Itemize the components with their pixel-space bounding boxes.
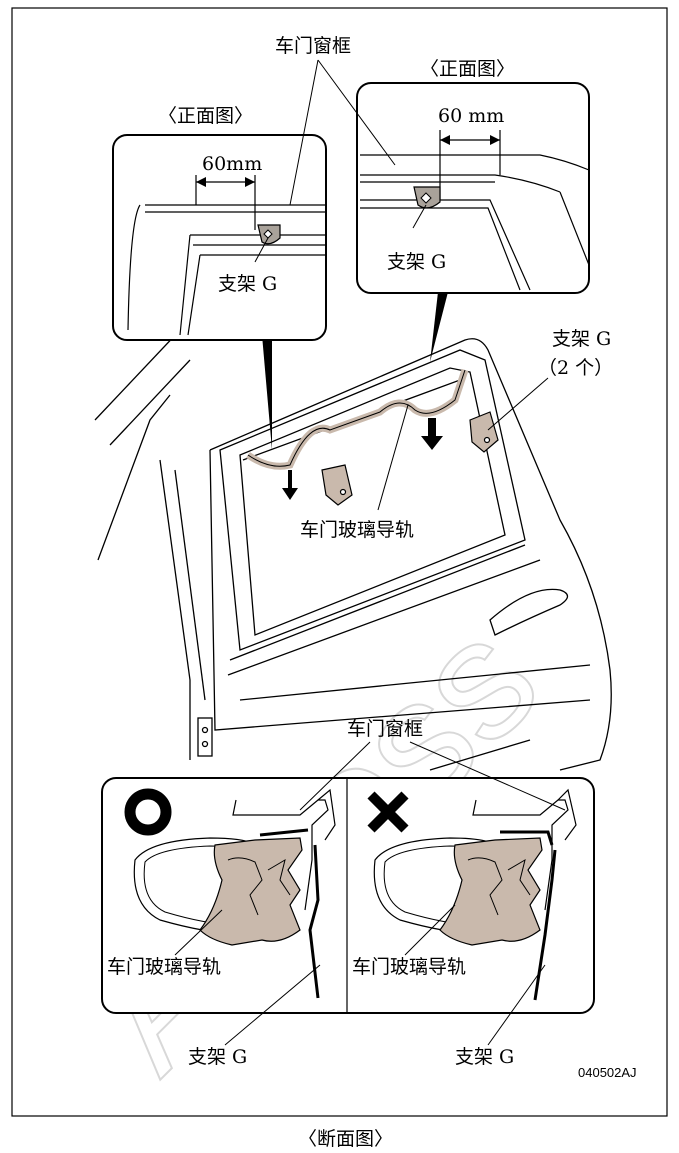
label-dim-right: 60 mm	[438, 105, 504, 127]
front-view-inset-right	[356, 82, 590, 294]
section-view-panel	[101, 741, 595, 1014]
label-glass-run-left: 车门玻璃导轨	[107, 956, 221, 978]
label-bracket-g-door: 支架 G	[552, 328, 611, 350]
label-bracket-g-left-inset: 支架 G	[218, 273, 277, 295]
cross-section-correct	[133, 788, 336, 999]
incorrect-cross-icon	[367, 791, 409, 833]
label-bracket-g-bottom-left: 支架 G	[188, 1046, 247, 1068]
label-bracket-g-right-inset: 支架 G	[387, 251, 446, 273]
front-view-inset-left	[112, 134, 327, 341]
cross-section-incorrect	[373, 788, 577, 1001]
label-section-view: 〈断面图〉	[298, 1128, 393, 1150]
arrow-down-icon	[282, 418, 443, 500]
label-bracket-g-bottom-right: 支架 G	[455, 1046, 514, 1068]
leader-line	[487, 964, 546, 1046]
leader-line	[224, 964, 321, 1046]
label-dim-left: 60mm	[202, 153, 262, 175]
callout-pointer	[430, 292, 448, 362]
callout-pointer	[262, 335, 272, 450]
bracket-g-icon	[321, 411, 499, 506]
diagram-border	[11, 7, 668, 1117]
label-glass-run-right: 车门玻璃导轨	[352, 956, 466, 978]
label-window-frame-top: 车门窗框	[275, 35, 351, 57]
label-bracket-g-count: （2 个）	[538, 357, 613, 379]
label-figure-code: 040502AJ	[578, 1065, 637, 1080]
leader-line	[487, 377, 549, 431]
label-front-view-right: 〈正面图〉	[420, 58, 515, 80]
label-glass-run-door: 车门玻璃导轨	[300, 519, 414, 541]
label-front-view-left: 〈正面图〉	[158, 105, 253, 127]
glass-run-rubber	[246, 368, 469, 470]
leader-line	[289, 59, 396, 206]
label-window-frame-section: 车门窗框	[347, 718, 423, 740]
leader-line	[377, 404, 409, 511]
correct-circle-icon	[124, 788, 172, 836]
